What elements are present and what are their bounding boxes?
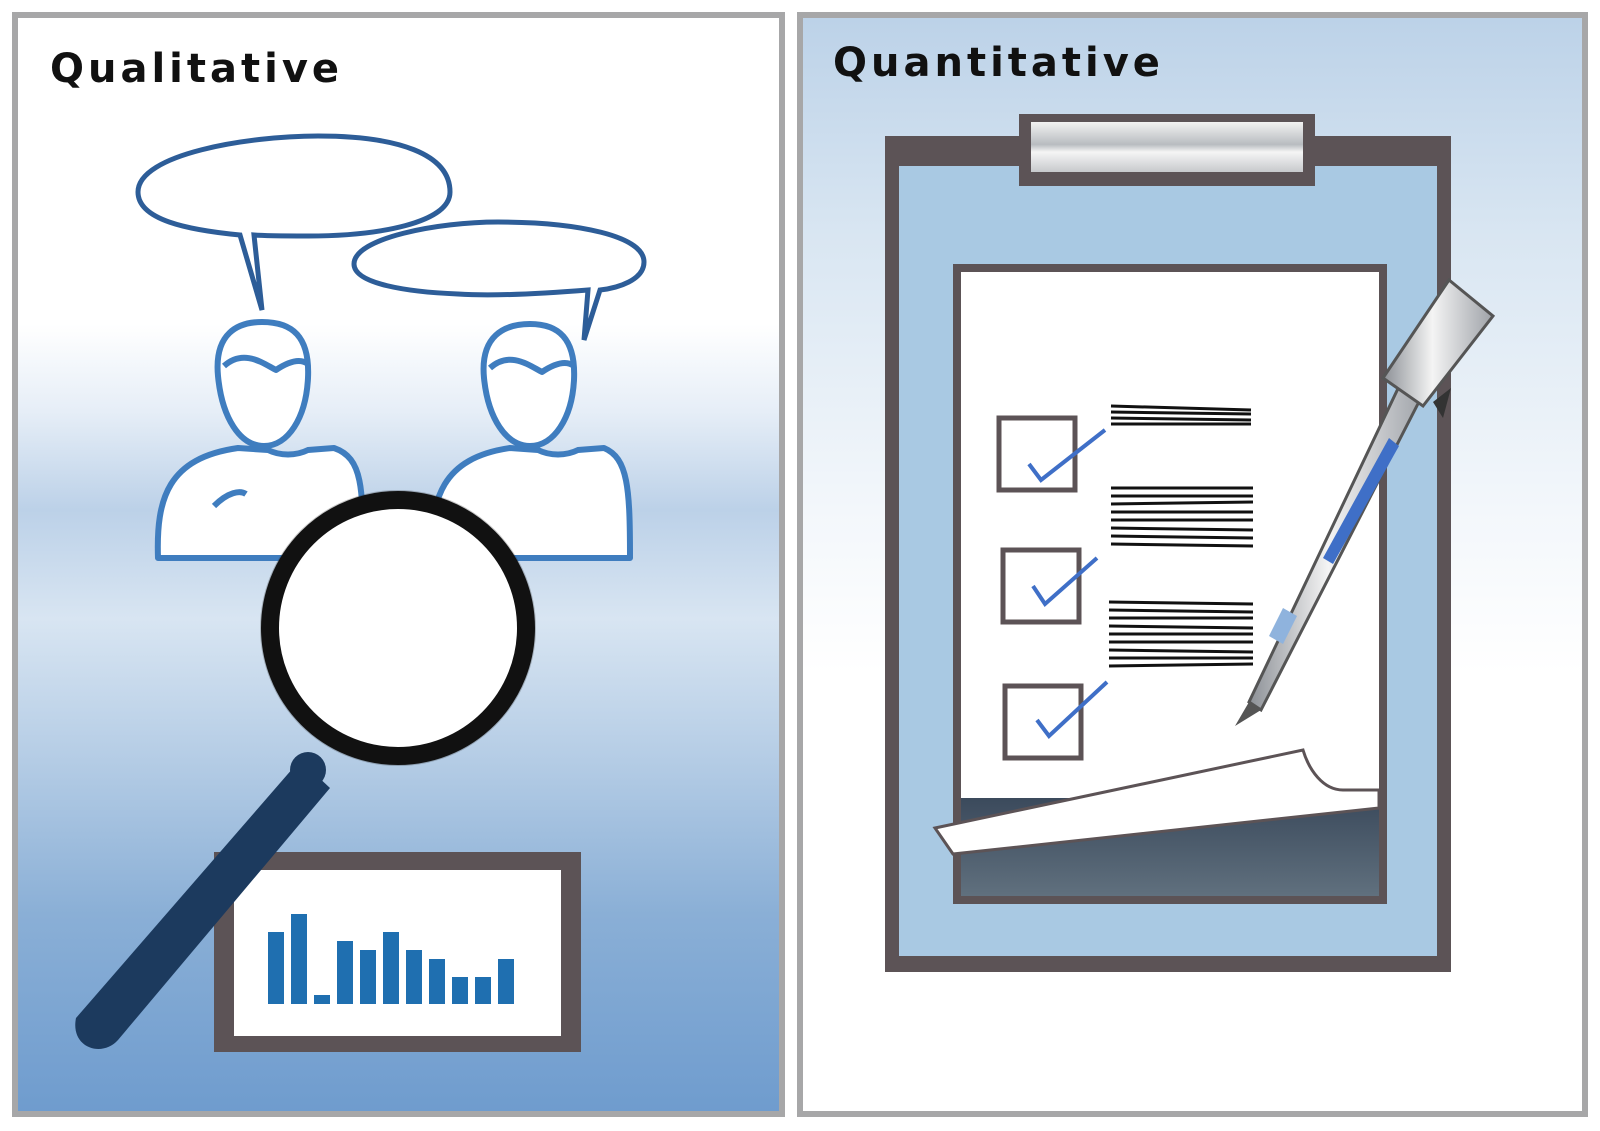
clipboard-icon [885,114,1451,972]
mini-bar [498,959,514,1004]
checkbox-icon [1002,680,1109,761]
panel-title: Qualitative [50,46,344,92]
qualitative-panel: Qualitative [12,12,785,1117]
bar-chart-icon [268,914,514,1004]
quantitative-illustration [885,114,1496,972]
speech-bubble-icon [351,219,647,341]
mini-bar [383,932,399,1004]
person-icon [154,319,366,561]
panel-title: Quantitative [833,40,1164,86]
mini-bar [429,959,445,1004]
quantitative-panel: Quantitative [797,12,1588,1117]
checkbox-icon [996,415,1107,493]
pen-icon [1235,277,1496,726]
mini-bar [475,977,491,1004]
mini-bar [360,950,376,1004]
checkbox-icon [1000,547,1099,625]
mini-bar [406,950,422,1004]
mini-bar [268,932,284,1004]
mini-bar [314,995,330,1004]
magnifying-glass-icon [75,490,536,1049]
text-lines [1108,404,1254,668]
speech-bubble-icon [135,133,453,311]
mini-bar [337,941,353,1004]
mini-bar [452,977,468,1004]
qualitative-illustration [75,133,647,1052]
mini-bar [291,914,307,1004]
